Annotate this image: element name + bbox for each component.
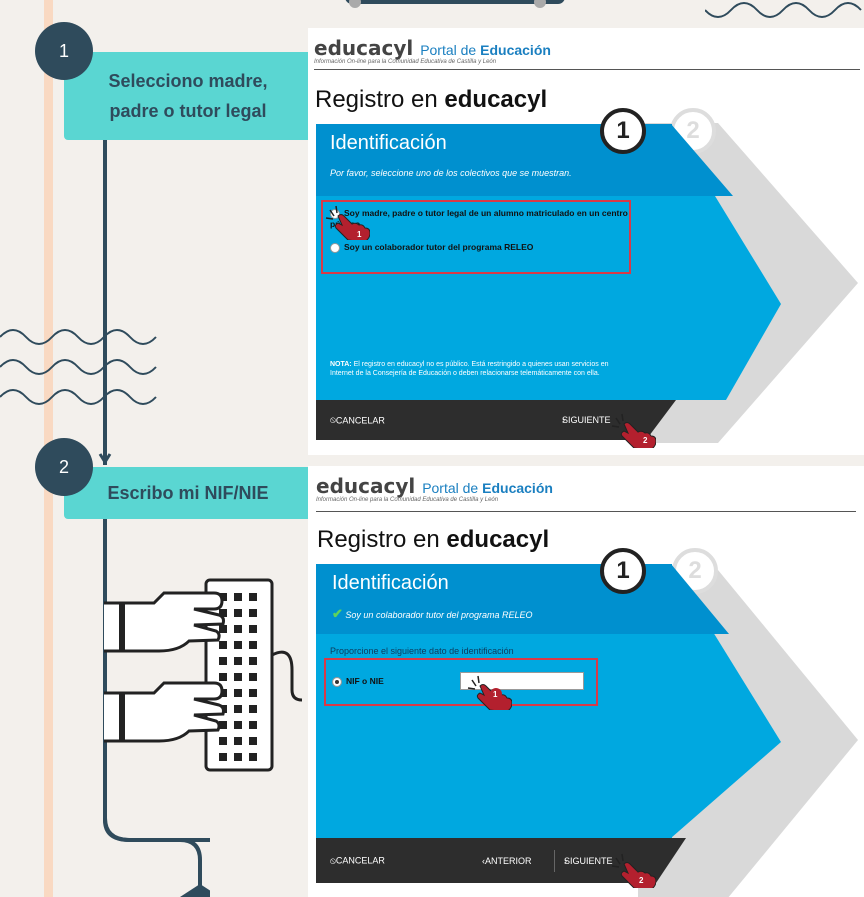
card-title: Identificación [330, 132, 447, 154]
pointer-hand-icon: 2 [611, 413, 656, 448]
step-2-box: Escribo mi NIF/NIE [64, 467, 312, 519]
nif-highlight [324, 658, 598, 706]
pointer-hand-icon: 1 [325, 205, 370, 240]
registration-note: NOTA: El registro en educacyl no es públ… [330, 361, 609, 377]
register-title: Registro en educacyl [317, 526, 550, 553]
hand-badge: 1 [493, 690, 498, 699]
timeline-line [103, 518, 107, 818]
wizard-step-2-indicator: 2 [670, 108, 716, 154]
identification-card: Identificación ✔ Soy un colaborador tuto… [316, 564, 672, 838]
step-1-number: 1 [35, 22, 93, 80]
educacyl-logo: educacyl Portal de Educación [316, 474, 553, 498]
step-1-label: Selecciono madre, padre o tutor legal [108, 71, 268, 121]
portal-tagline: Información On-line para la Comunidad Ed… [316, 497, 499, 503]
step-2-number: 2 [35, 438, 93, 496]
register-title: Registro en educacyl [315, 86, 548, 113]
pointer-hand-icon: 1 [467, 675, 512, 710]
wave-decoration [0, 329, 157, 405]
hand-badge: 1 [357, 230, 362, 239]
bar-divider [554, 849, 555, 872]
wave-decoration [705, 2, 862, 18]
timeline-line [103, 140, 107, 465]
cancel-button[interactable]: ⦸ CANCELAR [330, 855, 385, 866]
radio-nif[interactable] [332, 676, 342, 687]
options-highlight [321, 200, 631, 274]
step-2-label: Escribo mi NIF/NIE [107, 483, 269, 503]
portal-tagline: Información On-line para la Comunidad Ed… [314, 59, 497, 65]
keyboard-typing-icon [104, 578, 303, 772]
educacyl-logo: educacyl Portal de Educación [314, 36, 551, 60]
wizard-action-bar: ⦸ CANCELAR ‹ ANTERIOR SIGUIENTE › [316, 838, 656, 883]
card-arrow [671, 124, 781, 400]
nif-option[interactable]: NIF o NIE [332, 676, 384, 687]
identification-prompt: Proporcione el siguiente dato de identif… [330, 646, 514, 656]
card-arrow [671, 564, 781, 838]
header-divider [316, 511, 856, 512]
arrow-down-icon [98, 453, 112, 465]
bar-arrow [656, 838, 686, 883]
hand-badge: 2 [643, 436, 648, 445]
top-decoration [345, 0, 565, 8]
pointer-hand-icon: 2 [611, 853, 656, 888]
nif-input[interactable] [460, 672, 584, 690]
header-divider [314, 69, 860, 70]
next-button[interactable]: SIGUIENTE › [562, 415, 611, 425]
wizard-step-2-indicator: 2 [672, 548, 718, 594]
bar-arrow [646, 400, 676, 440]
option-releo[interactable]: Soy un colaborador tutor del programa RE… [330, 242, 533, 253]
previous-button[interactable]: ‹ ANTERIOR [482, 855, 532, 866]
wizard-step-1-indicator: 1 [600, 108, 646, 154]
hand-badge: 2 [639, 876, 644, 885]
wizard-action-bar: ⦸ CANCELAR SIGUIENTE › [316, 400, 646, 440]
check-icon: ✔ [332, 606, 343, 621]
cancel-button[interactable]: ⦸ CANCELAR [330, 414, 385, 426]
card-subtitle: Por favor, seleccione uno de los colecti… [330, 168, 572, 178]
step-1-box: Selecciono madre, padre o tutor legal [64, 52, 312, 140]
next-button[interactable]: SIGUIENTE › [564, 855, 613, 866]
card-title: Identificación [332, 572, 449, 594]
screenshot-panel-2: educacyl Portal de Educación Información… [308, 466, 864, 897]
screenshot-panel-1: educacyl Portal de Educación Información… [308, 28, 864, 455]
wizard-step-1-indicator: 1 [600, 548, 646, 594]
selected-collective: ✔ Soy un colaborador tutor del programa … [332, 606, 533, 621]
timeline-curve [103, 800, 210, 897]
radio-releo[interactable] [330, 242, 340, 253]
